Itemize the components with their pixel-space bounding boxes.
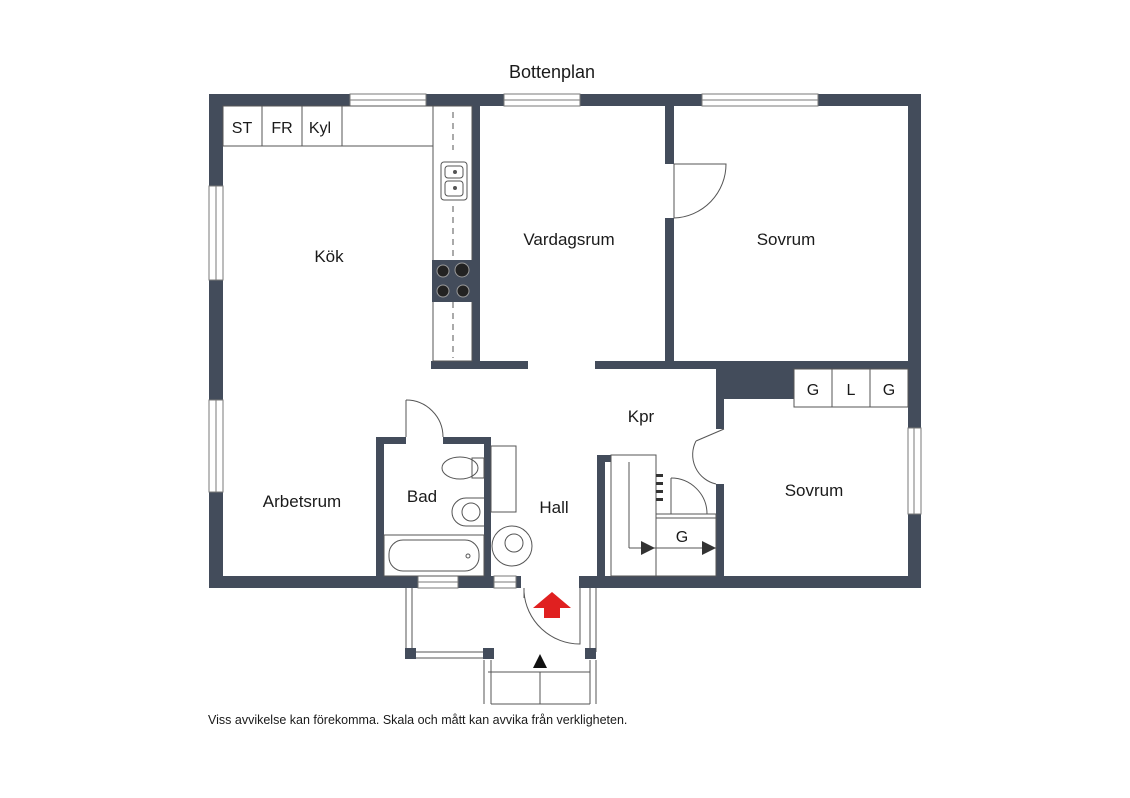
plan-title: Bottenplan bbox=[509, 62, 595, 82]
room-label-sovrum-1: Sovrum bbox=[757, 230, 816, 249]
room-label-vardagsrum: Vardagsrum bbox=[523, 230, 614, 249]
disclaimer-note: Viss avvikelse kan förekomma. Skala och … bbox=[208, 713, 627, 727]
appliance-stove-label: ST bbox=[232, 120, 253, 137]
windows bbox=[208, 93, 922, 589]
closet-g1-label: G bbox=[807, 382, 819, 399]
kitchen-counter bbox=[222, 105, 473, 362]
toilet-icon bbox=[441, 456, 485, 480]
room-label-bad: Bad bbox=[407, 487, 437, 506]
porch-posts bbox=[405, 648, 596, 659]
closet-l-label: L bbox=[847, 382, 856, 399]
room-label-hall: Hall bbox=[539, 498, 568, 517]
bathtub-icon bbox=[383, 534, 485, 577]
closet-g2-label: G bbox=[883, 382, 895, 399]
washbasin-icon bbox=[451, 497, 484, 527]
shelf-marks bbox=[641, 474, 716, 555]
room-label-kpr: Kpr bbox=[628, 407, 655, 426]
hall-closet bbox=[610, 454, 717, 577]
sink-icon bbox=[440, 161, 468, 201]
stair-arrow-icon bbox=[533, 654, 547, 668]
interior-walls bbox=[376, 106, 908, 576]
hall-furniture bbox=[490, 445, 533, 567]
closet-hall-label: G bbox=[676, 529, 688, 546]
appliance-freezer-label: FR bbox=[271, 120, 292, 137]
appliance-fridge-label: Kyl bbox=[309, 120, 331, 137]
stove-icon bbox=[432, 260, 474, 302]
bathroom-fixtures bbox=[383, 456, 485, 577]
closets-bedroom bbox=[793, 368, 909, 408]
porch bbox=[405, 588, 597, 705]
room-label-arbetsrum: Arbetsrum bbox=[263, 492, 341, 511]
room-label-sovrum-2: Sovrum bbox=[785, 481, 844, 500]
entrance-arrow-icon bbox=[533, 592, 571, 618]
doors bbox=[405, 163, 727, 645]
room-label-kok: Kök bbox=[314, 247, 344, 266]
